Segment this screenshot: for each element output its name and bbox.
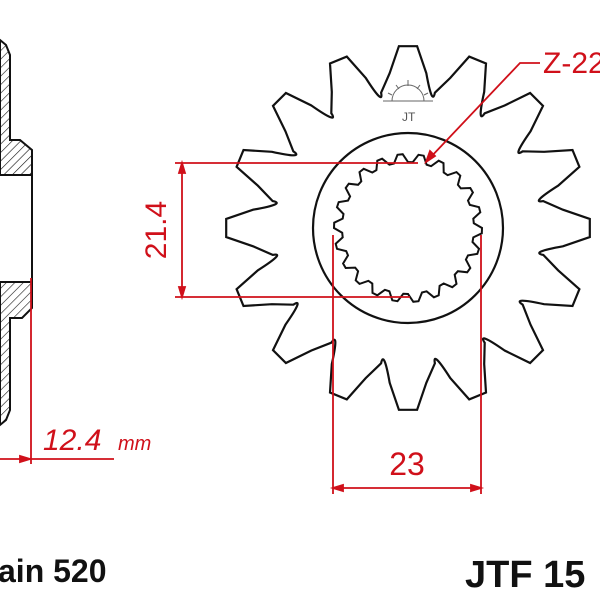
spline-dimension-lines (329, 235, 485, 494)
thickness-dimension-lines (0, 278, 114, 464)
thickness-unit: mm (118, 433, 151, 455)
inner-dimension-label: 21.4 (140, 201, 173, 259)
spline-dimension-label: 23 (389, 446, 425, 482)
inner-dimension-lines (175, 159, 418, 301)
part-number: JTF 15 (465, 554, 585, 596)
spline-count-label: Z-22 (543, 47, 600, 80)
chain-label: ain 520 (0, 553, 107, 589)
spline-leader-line (424, 62, 540, 165)
brand-logo: JT (383, 80, 433, 124)
sprocket-outline (225, 45, 591, 411)
hub-circle (311, 131, 505, 325)
thickness-value: 12.4 (43, 424, 101, 457)
spline-outline (332, 153, 484, 303)
side-profile (0, 38, 33, 427)
svg-text:JT: JT (402, 110, 416, 124)
